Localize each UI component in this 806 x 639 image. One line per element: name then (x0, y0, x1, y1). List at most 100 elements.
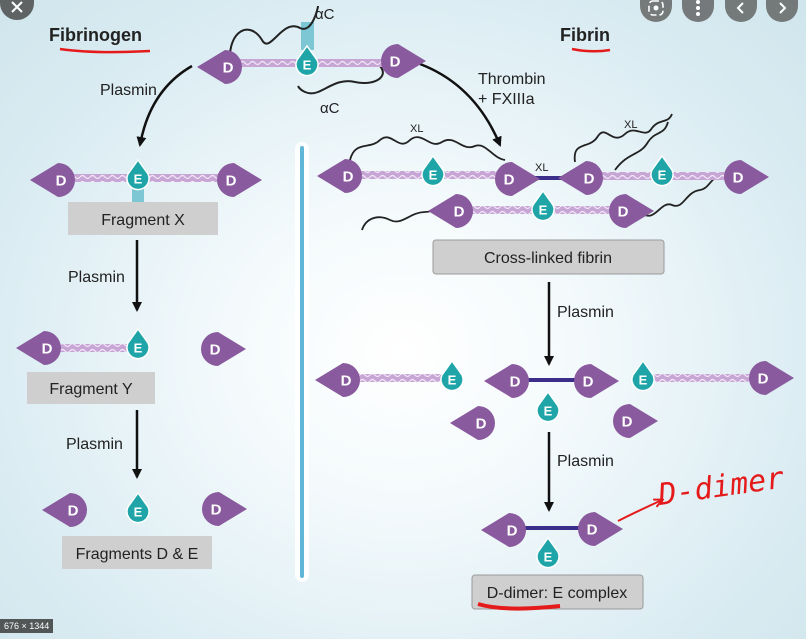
close-button[interactable] (0, 0, 34, 20)
fragment-x-d-right-letter: D (226, 172, 237, 189)
fibrin-underline (571, 47, 611, 53)
cross-linked-box: Cross-linked fibrin (432, 239, 665, 275)
product-d-3 (574, 364, 619, 398)
fibrin-d-2-letter: D (504, 171, 515, 188)
product-d-1-letter: D (341, 372, 352, 389)
annotation-d-dimer: D-dimer (655, 461, 786, 513)
alpha-c-label-bottom: αC (320, 100, 340, 117)
d-dimer-d-left (481, 513, 526, 547)
xl-label-3: XL (624, 119, 637, 131)
product-e-2-letter: E (544, 404, 553, 419)
arrow-plasmin-top (136, 64, 193, 147)
fragment-y-e (126, 327, 150, 360)
fragments-de-box: Fragments D & E (62, 536, 212, 569)
fragment-x-e-letter: E (134, 172, 143, 187)
fragment-x-d-left (30, 163, 75, 197)
fragments-e-letter: E (134, 505, 143, 520)
fragments-de-label: Fragments D & E (76, 546, 199, 563)
product-rod-left (345, 374, 450, 382)
fibrin-e-1 (421, 154, 445, 187)
fibrin-d-5 (428, 194, 473, 228)
product-d-4-letter: D (758, 370, 769, 387)
fragment-x-label: Fragment X (101, 212, 185, 229)
fibrin-chain-left (349, 136, 506, 161)
chevron-left-icon (736, 2, 744, 14)
annotation-arrow (617, 500, 662, 522)
fibrin-e-2-letter: E (658, 168, 667, 183)
fibrinogen-d-right (381, 44, 426, 78)
product-d-6 (613, 404, 658, 438)
fibrinogen-e-letter: E (303, 58, 312, 73)
label-boxes: Fragment X Fragment Y Fragments D & E Cr… (27, 202, 665, 610)
fibrinogen-underline (59, 47, 151, 54)
more-icon (696, 0, 700, 16)
plasmin-label-top: Plasmin (100, 82, 157, 99)
product-e-1 (440, 359, 464, 392)
plasmin-label-x: Plasmin (68, 269, 125, 286)
fibrin-d-4 (724, 160, 769, 194)
product-e-3 (631, 359, 655, 392)
fragment-y-d-free-letter: D (210, 341, 221, 358)
product-e-2 (536, 390, 560, 423)
alpha-c-label-top: αC (315, 6, 335, 23)
fibrinogen-d-right-letter: D (390, 53, 401, 70)
plasmin-label-y: Plasmin (66, 436, 123, 453)
product-d-5-letter: D (476, 415, 487, 432)
d-dimer-box: D-dimer: E complex (471, 574, 644, 610)
fibrin-d-1 (317, 159, 362, 193)
fragments-d-left (42, 493, 87, 527)
fragments-e (126, 491, 150, 524)
fragment-y-rod (48, 344, 132, 352)
fragment-x-e (126, 158, 150, 191)
fibrinogen-e (295, 44, 319, 77)
plasmin-label-fragments: Plasmin (557, 453, 614, 470)
fragment-y-d-left-letter: D (42, 340, 53, 357)
product-d-1 (315, 363, 360, 397)
d-dimer-e (536, 536, 560, 569)
product-d-2 (484, 364, 529, 398)
d-dimer-d-right (578, 512, 623, 546)
product-e-3-letter: E (639, 373, 648, 388)
more-button[interactable] (682, 0, 714, 22)
fragment-x-box: Fragment X (68, 202, 218, 235)
product-d-5 (450, 406, 495, 440)
fibrin-d-3 (558, 161, 603, 195)
fibrin-chain-right-bottom (639, 175, 719, 217)
fragment-y-label: Fragment Y (49, 381, 133, 398)
fibrin-d-5-letter: D (454, 203, 465, 220)
alpha-c-chain-bottom (297, 65, 384, 95)
fragment-y-e-letter: E (134, 341, 143, 356)
fragment-x-d-right (217, 163, 262, 197)
close-icon (11, 1, 23, 13)
d-dimer-e-letter: E (544, 550, 553, 565)
xl-label-2: XL (535, 162, 548, 174)
arrow-thrombin (419, 62, 502, 147)
product-d-2-letter: D (510, 373, 521, 390)
plasmin-label-crosslinked: Plasmin (557, 304, 614, 321)
fxiiia-label: + FXIIIa (478, 91, 535, 108)
lens-button[interactable] (640, 0, 672, 22)
fibrin-d-1-letter: D (343, 168, 354, 185)
thrombin-label: Thrombin (478, 71, 546, 88)
fibrinogen-d-left (197, 50, 242, 84)
fibrin-header: Fibrin (560, 25, 610, 45)
annotation-underline (477, 602, 561, 611)
alpha-c-chain-top (228, 5, 319, 63)
fibrinogen-d-left-letter: D (223, 59, 234, 76)
fibrin-d-4-letter: D (733, 169, 744, 186)
fibrin-d-3-letter: D (584, 170, 595, 187)
fragments-d-right (202, 492, 247, 526)
fibrinogen-header: Fibrinogen (49, 25, 142, 45)
product-d-4 (749, 361, 794, 395)
fibrin-chain-right-top (573, 113, 673, 163)
fragment-y-d-free (201, 332, 246, 366)
previous-button[interactable] (725, 0, 757, 22)
next-button[interactable] (766, 0, 798, 22)
chevron-right-icon (779, 2, 787, 14)
d-dimer-label: D-dimer: E complex (487, 585, 627, 602)
cross-linked-label: Cross-linked fibrin (484, 250, 612, 267)
product-d-6-letter: D (622, 413, 633, 430)
